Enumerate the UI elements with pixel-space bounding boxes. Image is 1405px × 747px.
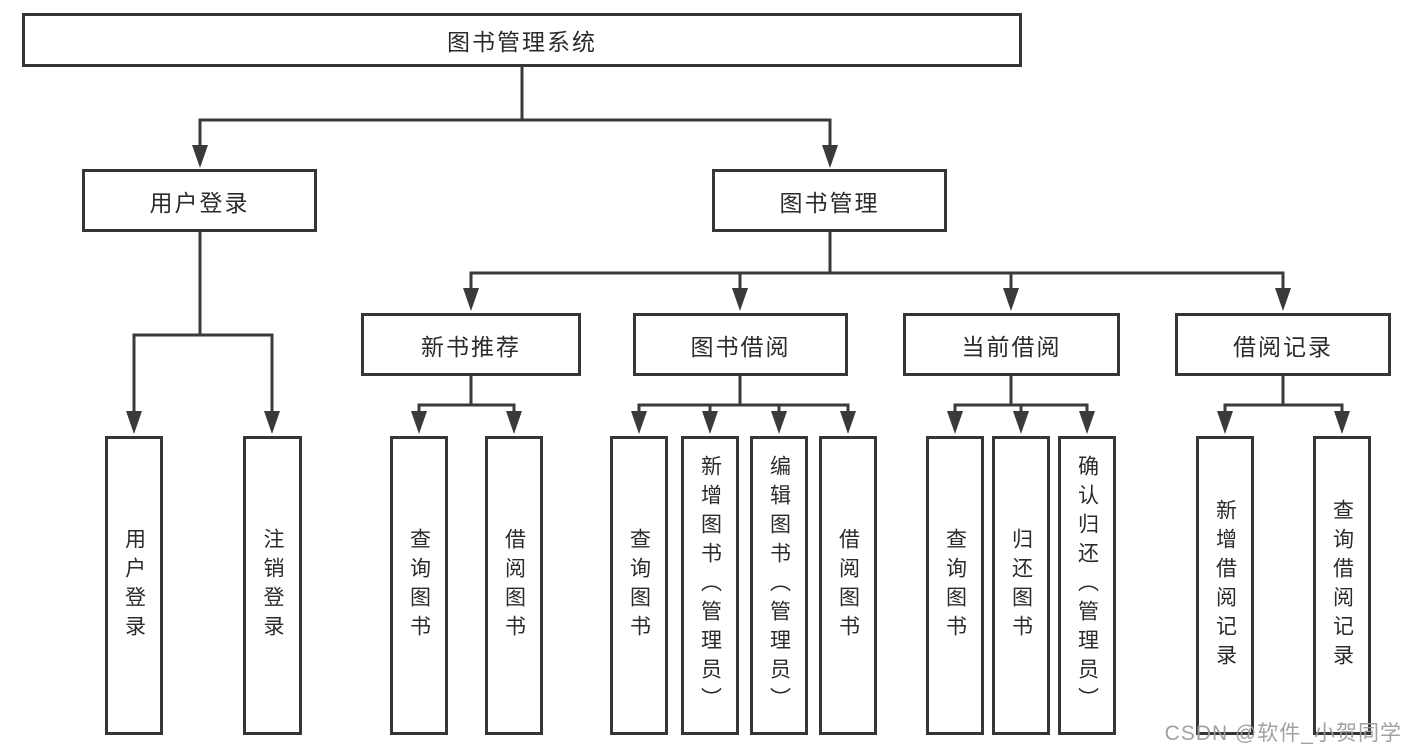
node-book-management: 图书管理 bbox=[712, 169, 947, 232]
node-current-borrow: 当前借阅 bbox=[903, 313, 1120, 376]
leaf-query-books-current: 查询图书 bbox=[926, 436, 984, 735]
arrowhead-current-leaves bbox=[947, 411, 1095, 434]
leaf-add-borrow-record: 新增借阅记录 bbox=[1196, 436, 1254, 735]
watermark: CSDN @软件_小贺同学 bbox=[1164, 722, 1402, 745]
arrowhead-recommend-leaves bbox=[411, 411, 522, 434]
leaf-query-books-borrow: 查询图书 bbox=[610, 436, 668, 735]
edge-recommend-drops bbox=[417, 405, 516, 412]
edges-root bbox=[192, 66, 838, 168]
edges-new-book-recommend bbox=[411, 376, 522, 434]
edge-records-drops bbox=[1223, 405, 1344, 412]
edge-user-login-drops bbox=[132, 335, 274, 412]
edge-current-drops bbox=[953, 405, 1089, 412]
leaf-add-book-admin: 新增图书（管理员） bbox=[681, 436, 739, 735]
arrowhead-records-leaves bbox=[1217, 411, 1350, 434]
node-borrow-records: 借阅记录 bbox=[1175, 313, 1391, 376]
edges-book-management bbox=[463, 232, 1291, 311]
edges-current-borrow bbox=[947, 376, 1095, 434]
edge-borrow-drops bbox=[637, 405, 850, 412]
edges-user-login bbox=[126, 232, 280, 434]
node-user-login: 用户登录 bbox=[82, 169, 317, 232]
edge-root-drops bbox=[198, 120, 832, 146]
leaf-query-borrow-record: 查询借阅记录 bbox=[1313, 436, 1371, 735]
leaf-borrow-books-borrow: 借阅图书 bbox=[819, 436, 877, 735]
leaf-query-books-recommend: 查询图书 bbox=[390, 436, 448, 735]
arrowhead-level3 bbox=[463, 288, 1291, 311]
arrowhead-user-login bbox=[192, 145, 838, 168]
edge-book-management-drops bbox=[469, 273, 1285, 290]
arrowhead-user-login-leaves bbox=[126, 411, 280, 434]
edges-borrow-records bbox=[1217, 376, 1350, 434]
edges-book-borrow bbox=[631, 376, 856, 434]
node-root-library-system: 图书管理系统 bbox=[22, 13, 1022, 67]
leaf-confirm-return-admin: 确认归还（管理员） bbox=[1058, 436, 1116, 735]
leaf-borrow-books-recommend: 借阅图书 bbox=[485, 436, 543, 735]
node-book-borrow: 图书借阅 bbox=[633, 313, 848, 376]
leaf-edit-book-admin: 编辑图书（管理员） bbox=[750, 436, 808, 735]
leaf-return-book: 归还图书 bbox=[992, 436, 1050, 735]
node-new-book-recommend: 新书推荐 bbox=[361, 313, 581, 376]
arrowhead-borrow-leaves bbox=[631, 411, 856, 434]
leaf-logout: 注销登录 bbox=[243, 436, 302, 735]
leaf-user-login: 用户登录 bbox=[105, 436, 163, 735]
